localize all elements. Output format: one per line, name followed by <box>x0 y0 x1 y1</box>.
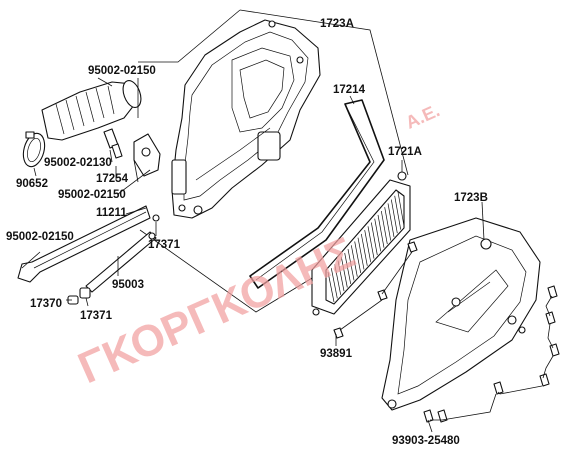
label-95002-02150-top: 95002-02150 <box>88 65 156 77</box>
plugs-17370-17371 <box>67 214 160 305</box>
filter-pleat <box>334 264 342 295</box>
filter-pleat <box>397 191 405 227</box>
filter-pleat <box>394 195 402 230</box>
leader-lines <box>21 77 485 433</box>
joint-gasket-17254 <box>133 133 161 177</box>
label-93891: 93891 <box>320 348 353 360</box>
label-95002-02130: 95002-02130 <box>44 157 112 169</box>
label-17214: 17214 <box>333 84 366 96</box>
filter-pleat <box>370 222 378 256</box>
assembly-frame <box>138 9 409 313</box>
label-1723b: 1723B <box>454 192 488 204</box>
label-90652: 90652 <box>16 178 48 190</box>
label-93903-25480: 93903-25480 <box>392 435 460 447</box>
filter-pleat <box>390 199 398 234</box>
filter-pleat <box>357 237 365 270</box>
filter-pleat <box>387 203 395 237</box>
intake-duct <box>41 80 142 141</box>
filter-pleat <box>330 268 338 299</box>
label-17371-right: 17371 <box>148 239 181 251</box>
filter-pleat <box>360 233 368 266</box>
filter-pleat <box>367 226 375 259</box>
filter-pleat <box>354 241 362 274</box>
filter-pleat <box>347 249 355 281</box>
filter-pleat <box>374 218 382 252</box>
breather-tube-11211 <box>17 205 151 283</box>
seal-17214 <box>249 99 385 289</box>
filter-pleat <box>327 271 335 303</box>
air-filter-element-1721a <box>311 171 411 316</box>
filter-pleat <box>350 245 358 277</box>
filter-pleat <box>384 207 392 241</box>
cover-screws-93903 <box>423 285 560 423</box>
filter-pleat <box>344 252 352 284</box>
filter-pleat <box>377 214 385 248</box>
air-cleaner-cover-1723b <box>381 217 541 411</box>
air-cleaner-case-1723a <box>171 19 321 219</box>
watermark-suffix: Α.Ε. <box>403 100 443 133</box>
label-1723a: 1723A <box>320 18 354 30</box>
part-labels: 1723A 95002-02150 17214 1721A 90652 9500… <box>6 18 488 447</box>
label-17370: 17370 <box>30 298 62 310</box>
label-95002-02150-mid: 95002-02150 <box>58 189 126 201</box>
filter-pleat <box>364 230 372 263</box>
label-95003: 95003 <box>112 279 144 291</box>
label-1721a: 1721A <box>388 146 422 158</box>
label-17254: 17254 <box>96 173 129 185</box>
filter-pleat <box>380 210 388 245</box>
label-95002-02150-left: 95002-02150 <box>6 231 74 243</box>
label-11211: 11211 <box>96 207 127 219</box>
filter-pleats <box>327 191 405 303</box>
hose-clamp-90652 <box>22 131 46 168</box>
filter-pleat <box>340 256 348 288</box>
drain-hose-95003 <box>85 231 157 293</box>
filter-pleat <box>337 260 345 292</box>
label-17371-bottom: 17371 <box>80 310 113 322</box>
